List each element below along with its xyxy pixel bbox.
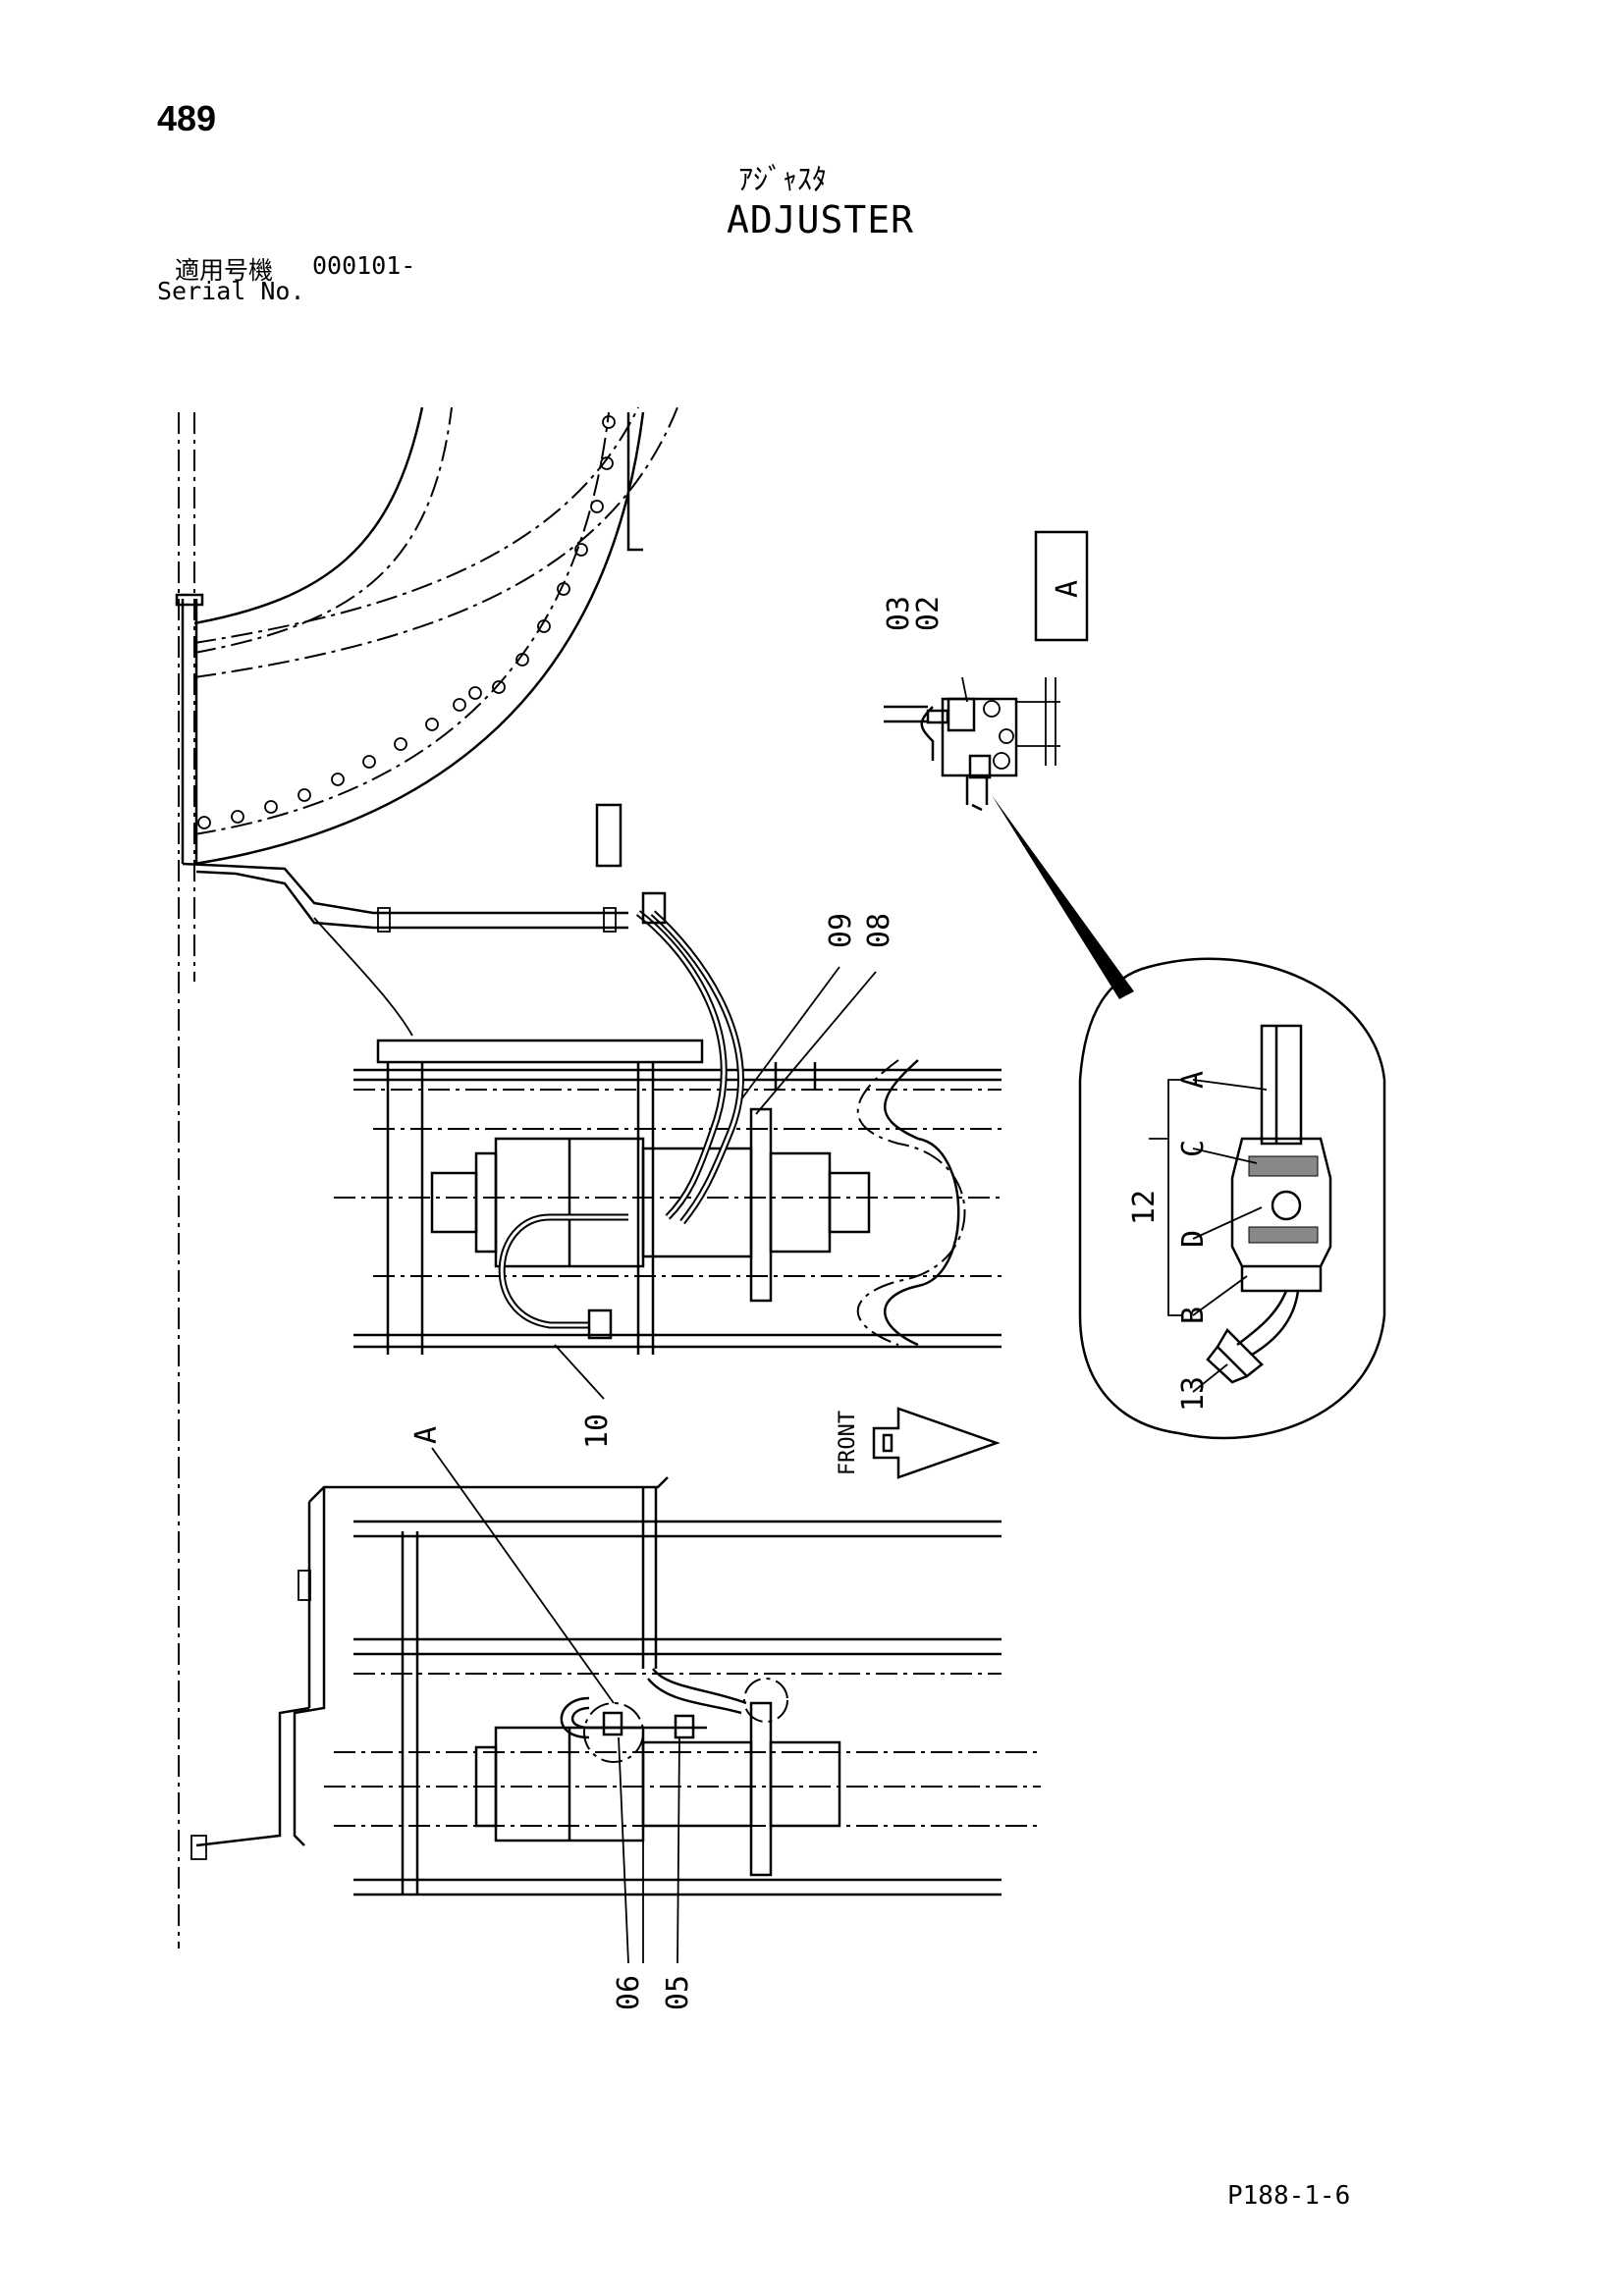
lower-travel-motor — [474, 1678, 841, 1877]
leader-06 — [618, 1736, 644, 1964]
callout-08: 08 — [862, 913, 896, 948]
serial-label-english: Serial No. — [157, 277, 305, 305]
serial-value: 000101- — [312, 251, 416, 280]
leader-08 — [755, 971, 877, 1115]
swing-circle — [193, 406, 678, 866]
bolt-holes — [197, 415, 616, 829]
upper-travel-motor — [430, 1107, 871, 1303]
upper-frame — [334, 1039, 1001, 1355]
detail-label-b: B — [1176, 1307, 1211, 1324]
lower-frame — [190, 1476, 1041, 1896]
upper-block — [595, 803, 623, 868]
callout-03: 03 — [882, 596, 916, 631]
view-a-box-label: A — [1051, 580, 1085, 598]
detail-label-a: A — [1176, 1071, 1211, 1089]
detail-label-d: D — [1176, 1230, 1211, 1248]
title-english: ADJUSTER — [727, 198, 915, 241]
front-arrow — [872, 1407, 1001, 1479]
callout-06: 06 — [612, 1975, 646, 2010]
upper-hoses — [498, 891, 744, 1340]
callout-12: 12 — [1127, 1190, 1162, 1225]
leader-a — [431, 1447, 615, 1704]
detail-a-fitting — [884, 530, 1134, 999]
callout-05: 05 — [661, 1975, 695, 2010]
callout-10: 10 — [580, 1414, 615, 1449]
callout-13: 13 — [1176, 1376, 1211, 1412]
upper-left-hose — [175, 593, 628, 1037]
serial-label-japanese: 適用号機 — [175, 256, 274, 285]
title-japanese: ｱｼﾞｬｽﾀ — [738, 163, 827, 197]
page-code: P188-1-6 — [1227, 2181, 1351, 2211]
leader-05 — [677, 1736, 680, 1964]
leader-10 — [554, 1344, 605, 1400]
callout-02: 02 — [911, 596, 946, 631]
lower-hoses — [602, 1668, 747, 1739]
callout-view-a: A — [409, 1426, 444, 1444]
detail-label-c: C — [1176, 1140, 1211, 1157]
detail-capsule — [1078, 957, 1386, 1440]
callout-09: 09 — [824, 913, 858, 948]
front-label: FRONT — [836, 1411, 860, 1475]
leader-09 — [740, 966, 840, 1100]
page-number: 489 — [157, 98, 217, 138]
